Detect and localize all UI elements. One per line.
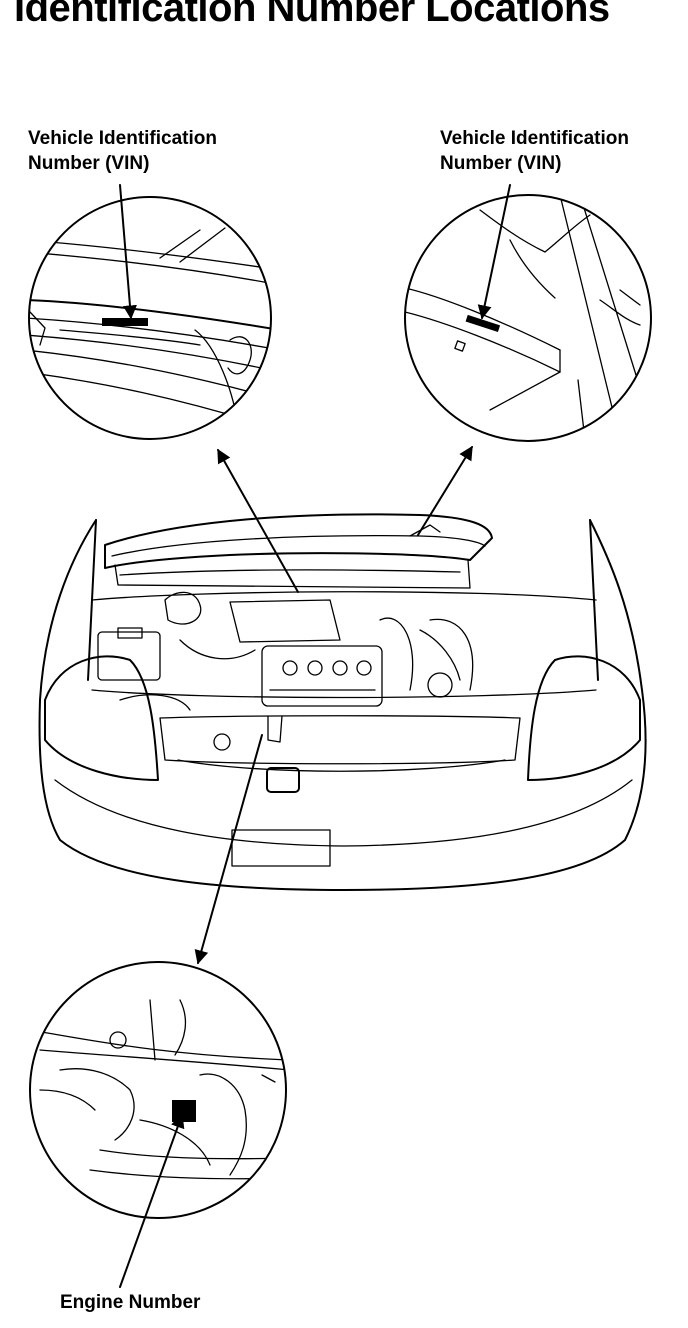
vin-dashboard-detail bbox=[404, 194, 652, 442]
vin-windshield-leader bbox=[119, 184, 137, 320]
vin-plate-windshield bbox=[102, 318, 148, 326]
engine-number-label-text: Engine Number bbox=[60, 1292, 201, 1313]
vin-label-dashboard: Vehicle Identification Number (VIN) bbox=[440, 126, 629, 176]
dashboard-detail-arrow bbox=[417, 445, 473, 536]
vin-label-dashboard-line2: Number (VIN) bbox=[440, 153, 562, 174]
page-title: Identification Number Locations bbox=[14, 0, 610, 30]
vin-label-windshield-line1: Vehicle Identification bbox=[28, 128, 217, 149]
windshield-detail-arrow bbox=[217, 448, 299, 593]
engine-number-detail bbox=[29, 961, 287, 1219]
vin-plate-dashboard bbox=[465, 314, 501, 333]
vin-label-windshield: Vehicle Identification Number (VIN) bbox=[28, 126, 217, 176]
engine-number-leader bbox=[119, 1113, 185, 1288]
car-front-illustration bbox=[38, 513, 647, 891]
engine-number-stamp bbox=[172, 1100, 196, 1122]
vin-label-windshield-line2: Number (VIN) bbox=[28, 153, 150, 174]
vin-label-dashboard-line1: Vehicle Identification bbox=[440, 128, 629, 149]
vin-windshield-detail bbox=[28, 196, 272, 440]
vin-dashboard-leader bbox=[477, 184, 511, 320]
engine-detail-arrow bbox=[194, 734, 263, 965]
engine-number-label: Engine Number bbox=[60, 1290, 200, 1315]
